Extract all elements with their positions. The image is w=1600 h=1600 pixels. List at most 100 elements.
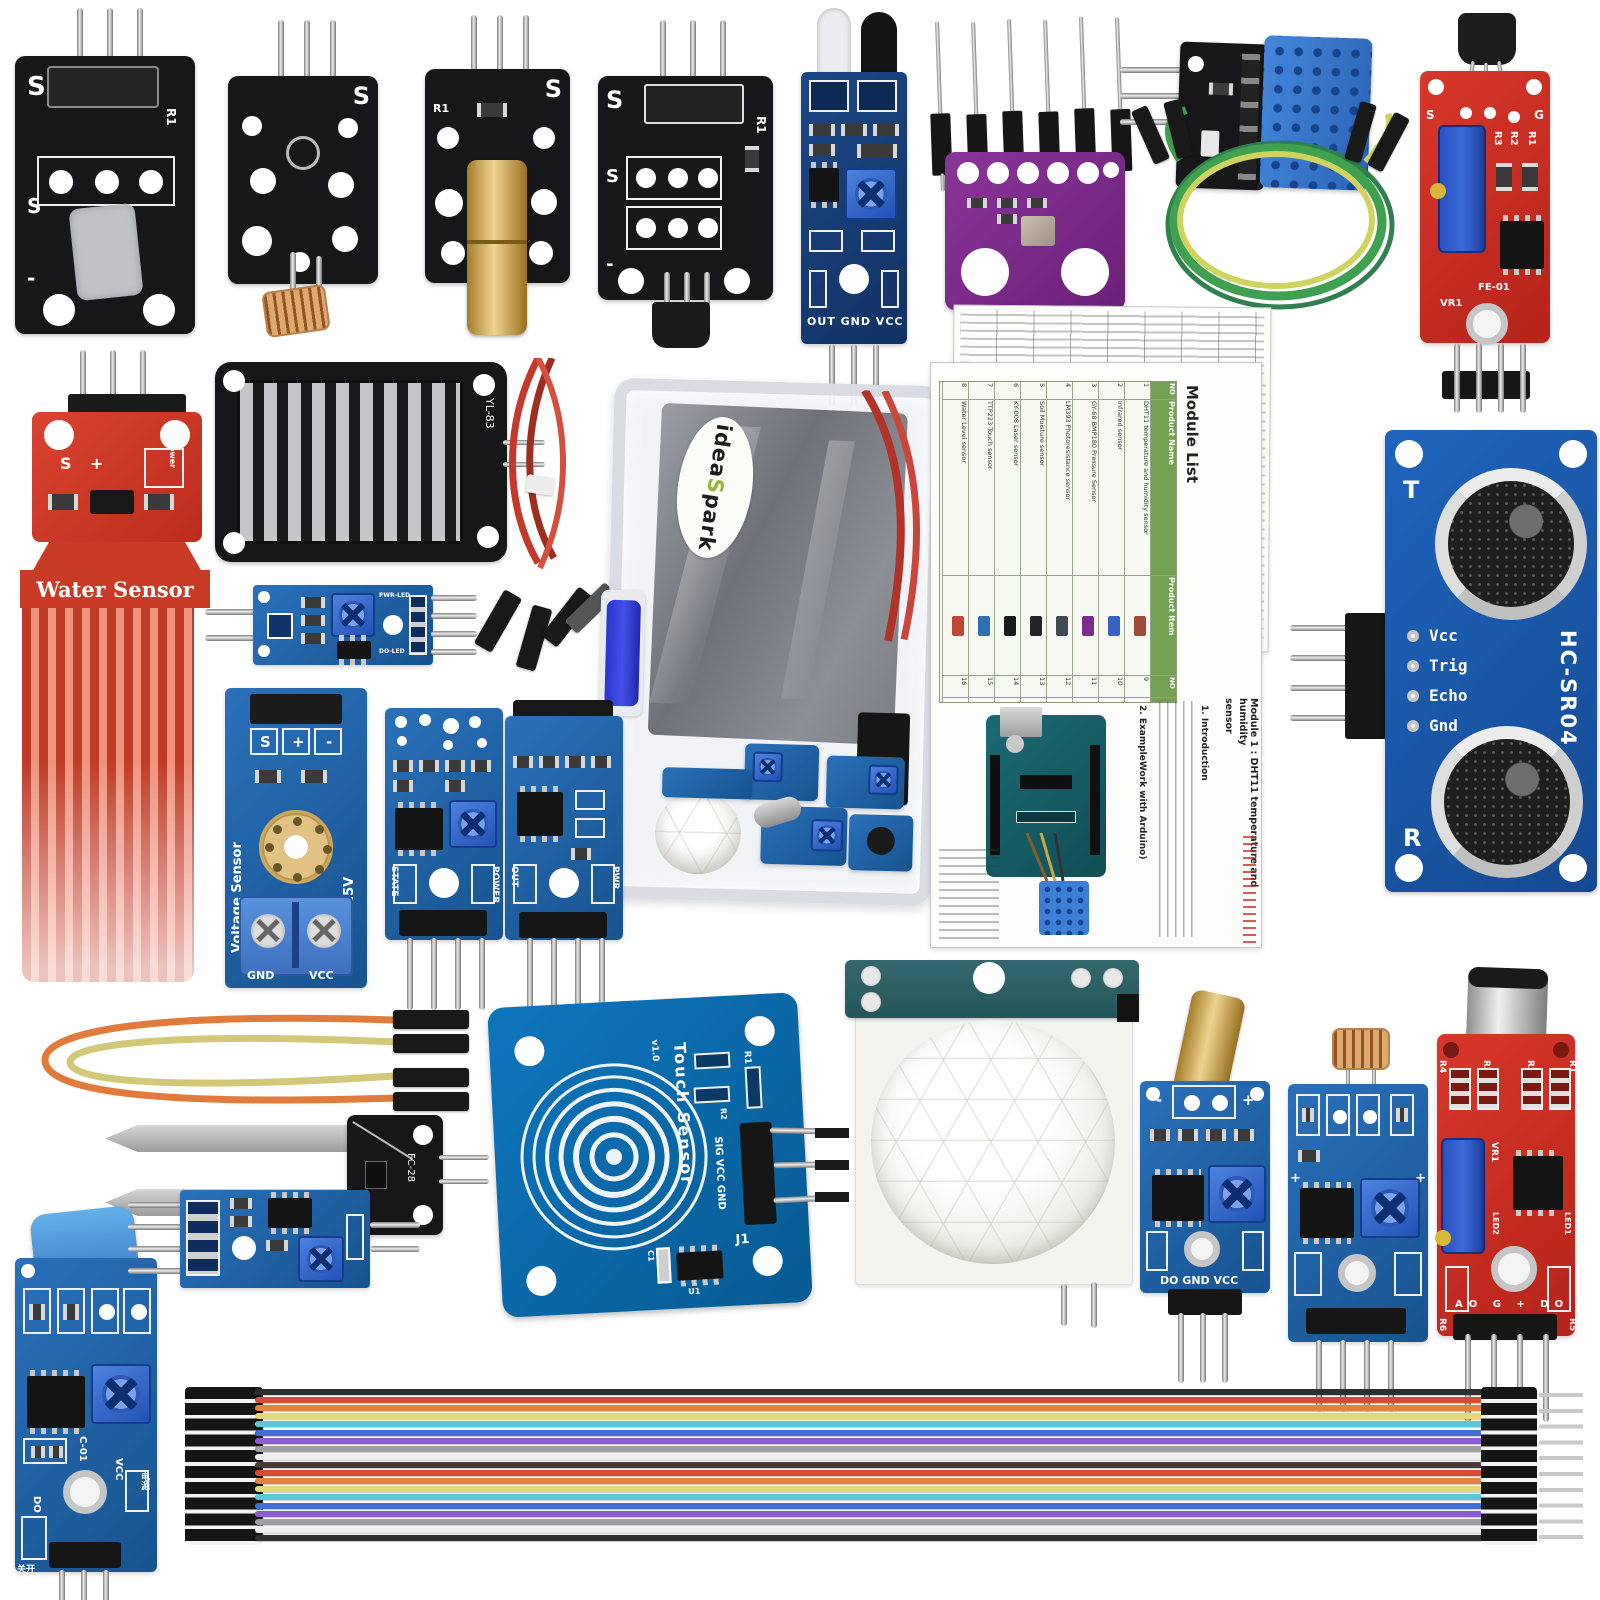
module-inside: [848, 814, 914, 872]
silk-plus: +: [90, 454, 104, 473]
ribbon-wire: [255, 1397, 1483, 1404]
mount-hole: [743, 1015, 776, 1047]
body-text-block: [939, 843, 999, 939]
silk-fe01: FE-01: [1478, 282, 1510, 293]
ribbon-wire: [255, 1437, 1483, 1444]
mount-hole: [1466, 303, 1508, 345]
pcb-edge: [845, 960, 1139, 1022]
silk-led1: LED1: [1563, 1212, 1572, 1235]
mount-hole: [751, 1245, 784, 1277]
jumper-wires-red: [473, 356, 618, 673]
ribbon-wire: [255, 1494, 1483, 1501]
connector-outline: [644, 84, 744, 124]
pot-screw: [1430, 183, 1446, 199]
pcb: YL-83: [215, 362, 507, 562]
ir-receiver-led: [861, 12, 897, 80]
ribbon-wire: [255, 1518, 1483, 1525]
body-text-column: [1159, 701, 1193, 937]
pin-label-gnd: Gnd: [1429, 716, 1458, 735]
touch-version: v1.0: [648, 1039, 661, 1062]
laser-ridge: [467, 240, 527, 244]
sensing-strip: [22, 608, 194, 982]
mount-hole: [1184, 1231, 1220, 1267]
silk-s: S: [27, 72, 46, 102]
silk-power: Power: [168, 440, 177, 469]
trim-pot: [298, 1236, 344, 1282]
receiver-body: [47, 66, 159, 108]
silk-r5: R5: [1567, 1318, 1577, 1332]
pcb: S R1 S -: [598, 76, 773, 300]
bmp180-sensor: [1021, 216, 1055, 246]
silk-r2: R2: [718, 1107, 729, 1121]
silk-r1: R1: [433, 102, 450, 115]
ribbon-wire: [255, 1526, 1483, 1533]
silk-vcc: VCC: [309, 969, 334, 982]
fc28-label: FC-28: [405, 1153, 416, 1183]
tilt-sensor-module: - + DO GND VCC: [1140, 988, 1274, 1383]
right-pins: [1539, 1393, 1583, 1541]
ir-obstacle-sensor: OUT GND VCC: [795, 8, 915, 408]
silk-r5: R5: [1538, 353, 1549, 368]
silk-minus: -: [326, 733, 333, 751]
silk-plus: +: [1290, 1171, 1301, 1186]
pin-label-vcc: Vcc: [1429, 626, 1458, 645]
silk-r1: R1: [741, 1050, 753, 1065]
silk-r6: R6: [1422, 353, 1433, 368]
mount-hole: [525, 1265, 558, 1297]
silk-r1: R1: [1567, 1060, 1577, 1074]
mount-hole: [1395, 854, 1423, 882]
silk-led2: LED2: [1491, 1212, 1500, 1235]
col-no: NO: [1151, 676, 1176, 698]
module-inside: [661, 767, 753, 800]
pcb: [180, 1190, 370, 1288]
pin: [815, 1192, 849, 1202]
ky024-hall-sensor: S G R3 R2 R1 FE-01 VR1 R6 R5 AO G + DO A…: [1418, 5, 1553, 425]
silk-j1: J1: [735, 1231, 750, 1248]
sense-pads: [267, 613, 293, 639]
silk-r4: R4: [1437, 1060, 1447, 1074]
wiring-lines: [1025, 833, 1065, 882]
bmp180-pressure-module: [945, 152, 1125, 310]
storage-box: ideaSpark: [598, 377, 945, 907]
pin: [815, 1128, 849, 1138]
silk-r3: R3: [1492, 131, 1503, 146]
ky-hall-module: S R1 S -: [598, 20, 773, 348]
sense-traces: [237, 380, 463, 544]
silk-r6: R6: [1437, 1318, 1447, 1332]
pcb: STATE POWER: [385, 708, 503, 940]
voltage-sensor: S + - Voltage Sensor VCC<25V GND VCC: [225, 688, 367, 988]
ribbon-wire: [255, 1453, 1483, 1460]
pcb: T Vcc Trig Echo Gnd HC-SR04 R: [1385, 430, 1597, 892]
mount-hole: [839, 264, 869, 294]
probe-blade: [105, 1125, 355, 1152]
silk-vr1: VR1: [1440, 298, 1463, 309]
silk-u1: U1: [687, 1286, 701, 1297]
mount-hole: [232, 1236, 256, 1260]
pcb: OUT PWR: [505, 716, 623, 940]
pcb: S G R3 R2 R1 FE-01 VR1 R6 R5 AO G + DO A…: [1420, 71, 1550, 399]
mount-hole: [1338, 1254, 1376, 1292]
pin: [815, 1160, 849, 1170]
ribbon-wire: [255, 1405, 1483, 1412]
silk-minus: -: [1156, 1091, 1163, 1109]
sound-pin-labels: AO G + DO: [1455, 1299, 1570, 1310]
sw420-vibration-sensor: C-01 VCC 电源 DO 开关: [15, 1204, 165, 1600]
soil-moisture-control-board: [128, 1190, 423, 1292]
right-connectors: [1481, 1387, 1537, 1545]
mount-hole: [513, 1035, 546, 1067]
ribbon-wire: [255, 1413, 1483, 1420]
rainbow-dupont-cable: [185, 1385, 1585, 1547]
mount-hole: [961, 248, 1009, 296]
mount-hole: [1559, 440, 1587, 468]
fresnel-dome: [871, 1020, 1115, 1264]
ribbon-wire: [255, 1510, 1483, 1517]
mount-hole: [44, 420, 74, 450]
silk-s: S: [260, 733, 271, 751]
silk-vcc: VCC: [113, 1458, 124, 1481]
mount-hole: [1395, 440, 1423, 468]
pcb: S: [228, 76, 378, 284]
